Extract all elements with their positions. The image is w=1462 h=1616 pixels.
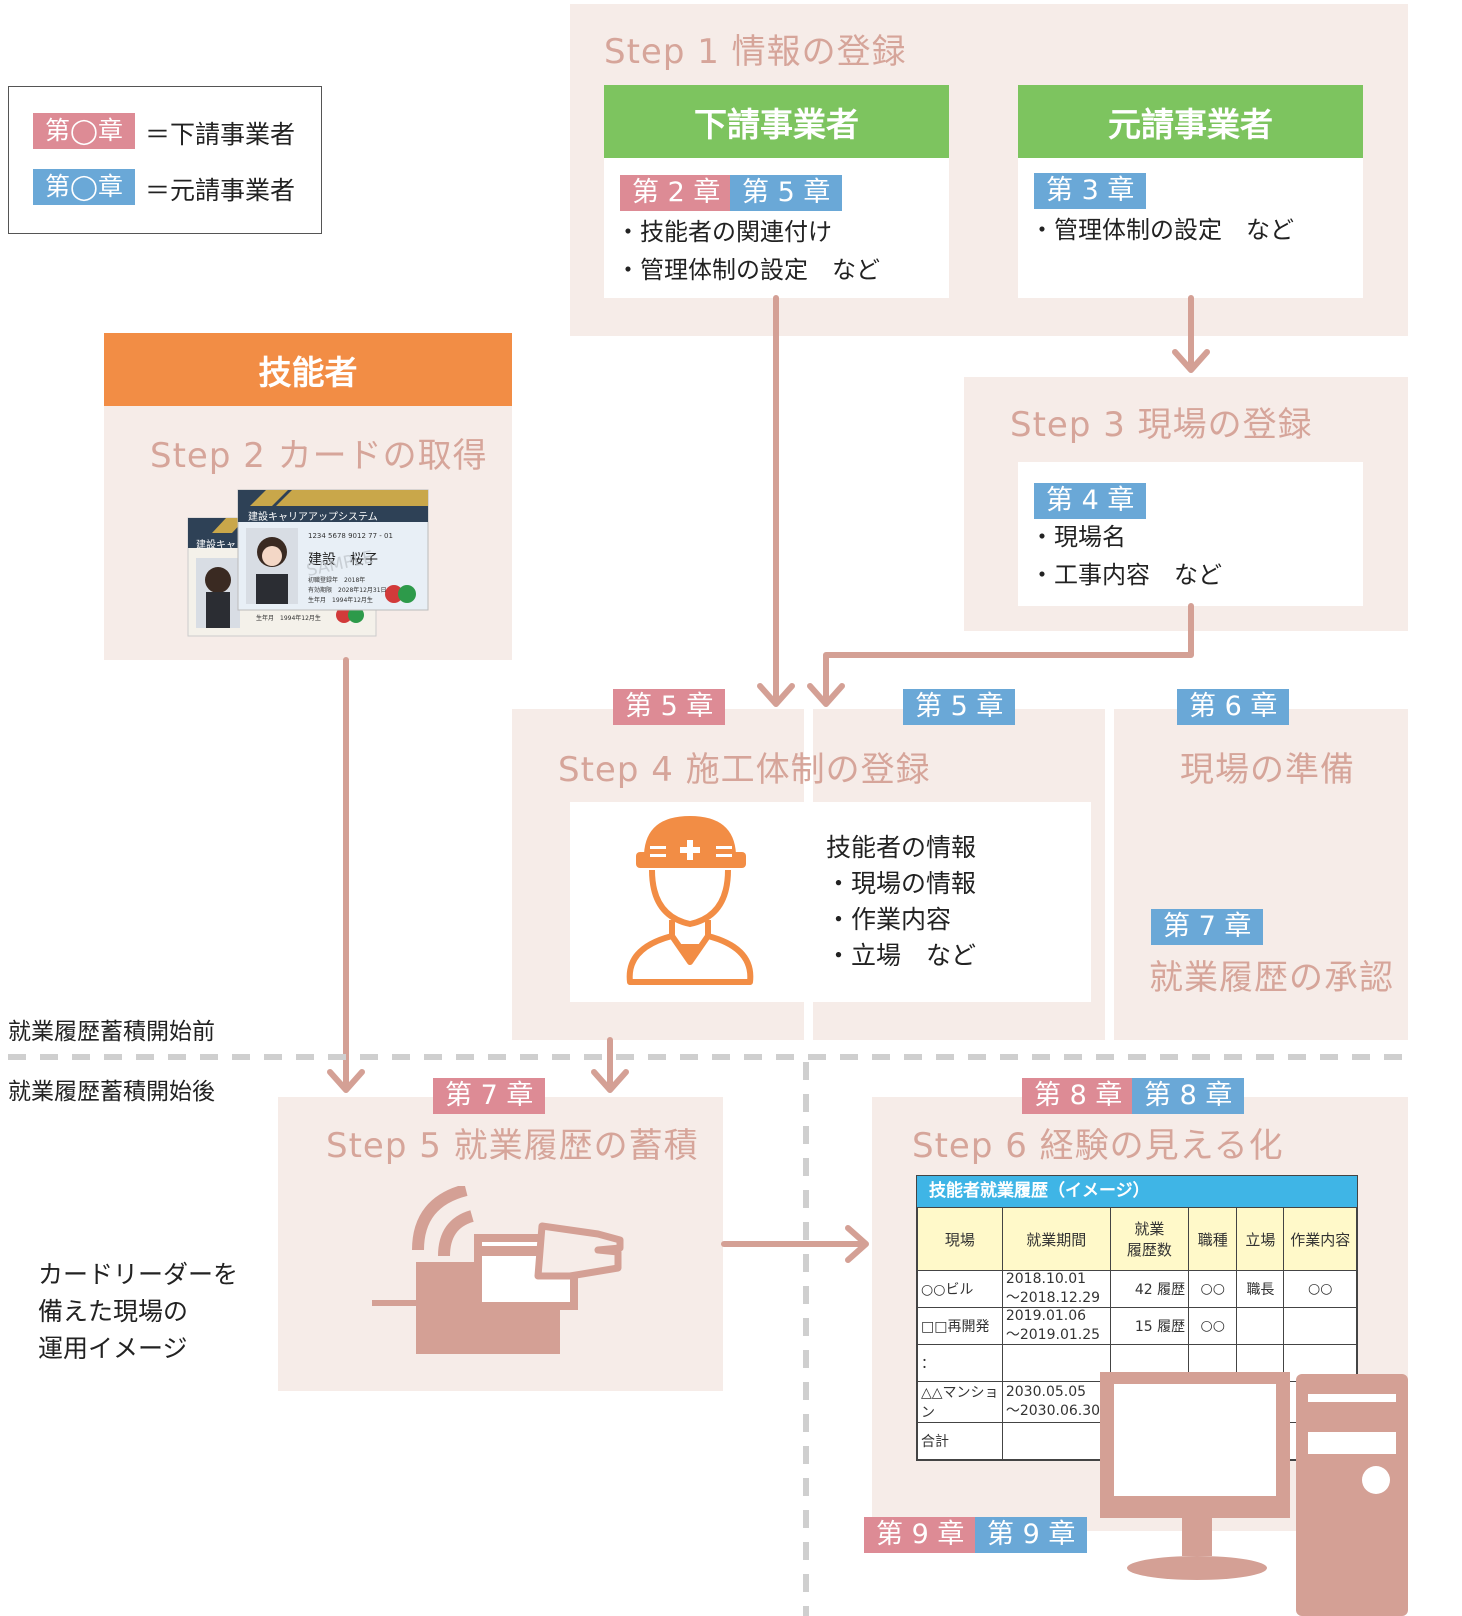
table-header-cell: 現場 xyxy=(917,1207,1003,1271)
step3-items: ・現場名 ・工事内容 など xyxy=(1030,518,1222,594)
table-cell: 15 履歴 xyxy=(1109,1307,1190,1345)
step1-main-badge: 第 3 章 xyxy=(1034,173,1147,209)
step1-sub-item: ・技能者の関連付け xyxy=(616,218,832,246)
card-number: 1234 5678 9012 77 - 01 xyxy=(308,532,393,540)
card-back-field: 生年月 1994年12月生 xyxy=(256,614,321,622)
card-system-name: 建設キャリアアップシステム xyxy=(248,510,378,523)
legend-main-badge: 第◯章 xyxy=(33,169,135,205)
step1-sub-badge-2: 第 5 章 xyxy=(730,175,843,211)
table-header-cell: 作業内容 xyxy=(1283,1207,1357,1271)
step5-badge: 第 7 章 xyxy=(433,1078,546,1114)
step6-badge-sub: 第 8 章 xyxy=(1022,1078,1135,1114)
table-header-cell: 立場 xyxy=(1236,1207,1285,1271)
step1-main-items: ・管理体制の設定 など xyxy=(1030,211,1294,249)
reader-caption-line: カードリーダーを xyxy=(38,1260,239,1289)
arrowhead xyxy=(757,683,795,707)
step3-item: ・現場名 xyxy=(1030,523,1126,551)
approval-title: 就業履歴の承認 xyxy=(1149,958,1394,998)
legend-main-label: ＝元請事業者 xyxy=(145,176,296,205)
step3-title: Step 3 現場の登録 xyxy=(1010,405,1313,445)
step5-title: Step 5 就業履歴の蓄積 xyxy=(326,1126,699,1166)
table-cell: ○○ビル xyxy=(917,1270,1003,1308)
step3-item: ・工事内容 など xyxy=(1030,561,1222,589)
step1-sub-header: 下請事業者 xyxy=(604,85,949,158)
prep-panel xyxy=(1114,709,1408,1040)
legend-sub-label: ＝下請事業者 xyxy=(145,120,296,149)
step1-sub-item: ・管理体制の設定 など xyxy=(616,256,880,284)
table-cell: 職長 xyxy=(1236,1270,1285,1308)
table-cell: 42 履歴 xyxy=(1109,1270,1190,1308)
step1-title: Step 1 情報の登録 xyxy=(604,32,907,72)
card-field: 生年月 1994年12月生 xyxy=(308,596,373,604)
card-field: 初職登録年 2018年 xyxy=(308,576,365,584)
arrowhead xyxy=(807,683,845,707)
table-header-cell: 就業期間 xyxy=(1001,1207,1111,1271)
table-cell: △△マンション xyxy=(917,1381,1003,1423)
reader-caption-line: 運用イメージ xyxy=(38,1334,188,1363)
legend-box: 第◯章 ＝下請事業者 第◯章 ＝元請事業者 xyxy=(8,86,322,234)
step6-title: Step 6 経験の見える化 xyxy=(912,1126,1284,1166)
step3-badge: 第 4 章 xyxy=(1034,483,1147,519)
table-cell xyxy=(1236,1307,1285,1345)
card-back-system-name: 建設キャリ xyxy=(196,538,246,551)
step4-info-item: ・作業内容 xyxy=(826,905,952,934)
table-cell xyxy=(1001,1422,1111,1460)
table-cell: 2018.10.01～2018.12.29 xyxy=(1001,1270,1111,1308)
step4-info-item: 技能者の情報 xyxy=(826,833,977,862)
step4-badge-main: 第 5 章 xyxy=(903,689,1016,725)
prep-title: 現場の準備 xyxy=(1180,750,1355,790)
reader-caption: カードリーダーを 備えた現場の 運用イメージ xyxy=(38,1256,238,1367)
step1-sub-items: ・技能者の関連付け ・管理体制の設定 など xyxy=(616,213,880,289)
card-field: 有効期限 2028年12月31日 xyxy=(308,586,387,594)
step6-footer-badge-sub: 第 9 章 xyxy=(864,1517,977,1553)
table-cell: 2030.05.05～2030.06.30 xyxy=(1001,1381,1111,1423)
step1-main-item: ・管理体制の設定 など xyxy=(1030,216,1294,244)
table-cell: 2019.01.06～2019.01.25 xyxy=(1001,1307,1111,1345)
step2-header: 技能者 xyxy=(104,333,512,406)
reader-caption-line: 備えた現場の xyxy=(38,1297,189,1326)
divider-before-label: 就業履歴蓄積開始前 xyxy=(8,1019,215,1045)
arrowhead xyxy=(845,1225,869,1263)
approval-badge: 第 7 章 xyxy=(1151,909,1264,945)
worker-icon xyxy=(626,816,754,985)
divider-after-label: 就業履歴蓄積開始後 xyxy=(8,1079,215,1105)
arrowhead xyxy=(327,1069,365,1093)
prep-badge: 第 6 章 xyxy=(1177,689,1290,725)
table-cell: ○○ xyxy=(1283,1270,1357,1308)
id-card-front: 建設キャリアアップシステム 1234 5678 9012 77 - 01 建設 … xyxy=(237,489,429,611)
table-cell xyxy=(1001,1344,1111,1382)
step4-info-item: ・立場 など xyxy=(826,941,977,970)
step2-title: Step 2 カードの取得 xyxy=(150,436,488,476)
step4-info-item: ・現場の情報 xyxy=(826,869,977,898)
table-cell: □□再開発 xyxy=(917,1307,1003,1345)
step4-info: 技能者の情報 ・現場の情報 ・作業内容 ・立場 など xyxy=(826,830,976,974)
table-header-cell: 職種 xyxy=(1188,1207,1238,1271)
step4-title: Step 4 施工体制の登録 xyxy=(558,750,931,790)
card-holder-name: 建設 桜子 xyxy=(308,552,378,568)
table-header-row: 現場就業期間就業履歴数職種立場作業内容 xyxy=(917,1207,1357,1271)
table-header-cell: 就業履歴数 xyxy=(1109,1207,1190,1271)
step6-footer-badge-main: 第 9 章 xyxy=(975,1517,1088,1553)
step6-badge-main: 第 8 章 xyxy=(1132,1078,1245,1114)
table-cell: ○○ xyxy=(1188,1307,1238,1345)
arrowhead xyxy=(1172,349,1210,373)
table-cell: 合計 xyxy=(917,1422,1003,1460)
legend-sub-badge: 第◯章 xyxy=(33,113,135,149)
step1-main-header: 元請事業者 xyxy=(1018,85,1363,158)
step1-sub-badge-1: 第 2 章 xyxy=(620,175,733,211)
history-table-title: 技能者就業履歴（イメージ） xyxy=(917,1176,1357,1207)
table-cell: ： xyxy=(917,1344,1003,1382)
table-cell: ○○ xyxy=(1188,1270,1238,1308)
id-card-illustration: 建設キャリ 有効期限 2028年12月31日 生年月 1994年12月生 建設キ… xyxy=(187,489,429,637)
step4-badge-sub: 第 5 章 xyxy=(613,689,726,725)
table-cell xyxy=(1283,1307,1357,1345)
card-reader-icon xyxy=(372,1186,624,1354)
arrowhead xyxy=(591,1069,629,1093)
computer-icon xyxy=(1100,1372,1408,1616)
